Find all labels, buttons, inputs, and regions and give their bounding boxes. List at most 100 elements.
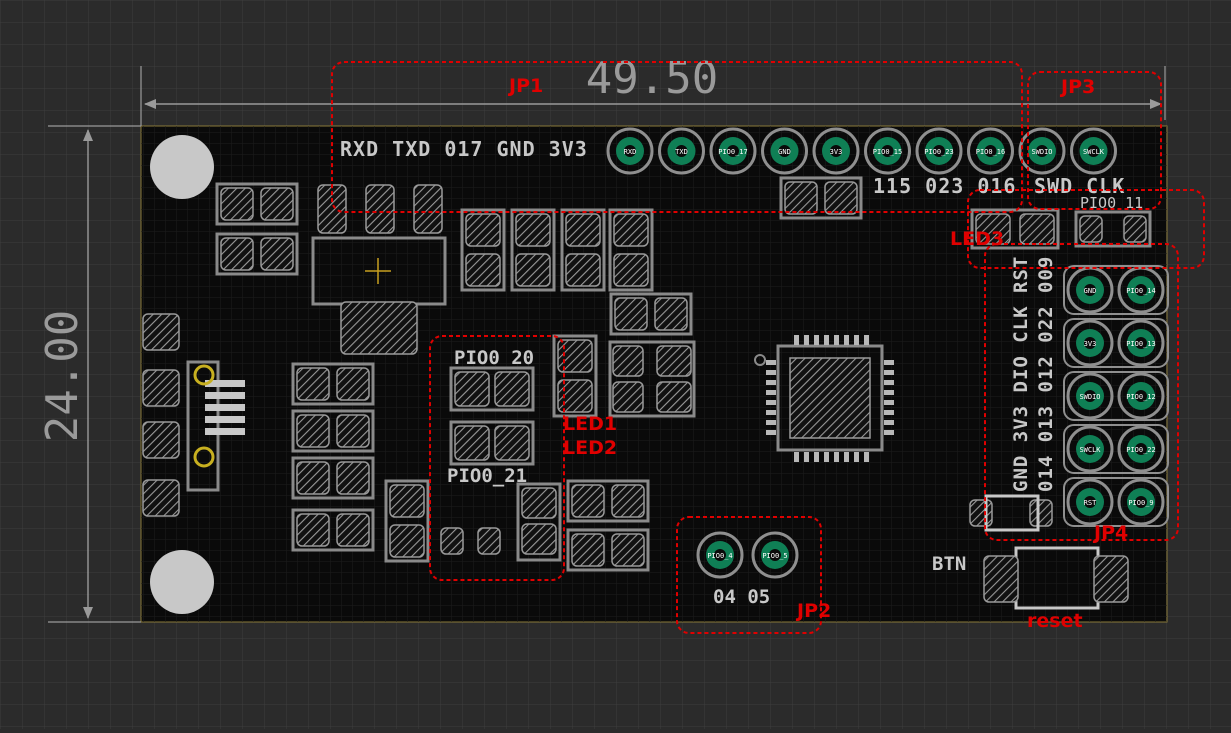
mcu-pin (766, 410, 776, 415)
header-pad-jp1-0-label: RXD (624, 148, 637, 156)
usb-mount-hole (193, 446, 215, 468)
region-led3[interactable] (967, 189, 1205, 269)
mcu-pin (884, 420, 894, 425)
header-pad-jp4-left-0-drill (1084, 284, 1096, 296)
label-pio0-21: PIO0_21 (447, 465, 527, 487)
header-pad-jp1-8-ring (1018, 127, 1066, 175)
led2 (449, 420, 535, 466)
region-led12[interactable] (429, 335, 565, 581)
annotation-labels: JP1 JP3 LED3 JP4 LED1 LED2 JP2 reset (507, 75, 1128, 632)
header-pad-jp1-1-drill (675, 145, 688, 157)
dimension-height-value: 24.00 (37, 310, 88, 442)
header-pad-jp4-right-3-ring (1117, 425, 1165, 473)
smd-pad (220, 237, 254, 271)
header-pad-jp4-right-1-ring (1117, 319, 1165, 367)
smd-pad (1019, 213, 1055, 245)
header-pad-jp1-7-label: PIO0_16 (976, 148, 1006, 156)
smd-pad (142, 421, 180, 459)
region-jp2[interactable] (676, 516, 822, 634)
smd-pad (521, 523, 557, 555)
region-jp3[interactable] (1027, 71, 1162, 210)
label-top-row: RXD TXD 017 GND 3V3 (340, 137, 588, 161)
smd-pad (1093, 555, 1129, 603)
mcu-pin (864, 452, 869, 462)
header-pad-jp1-1-ring (658, 127, 705, 175)
capacitor-left-2 (291, 409, 375, 453)
annotation-led1: LED1 (563, 413, 617, 435)
annotation-reset: reset (1027, 610, 1083, 632)
smd-pad (142, 313, 180, 351)
header-pad-jp4-left-2-label: SWDIO (1079, 393, 1100, 401)
header-pad-jp4-right-4-label: PIO0_9 (1128, 499, 1153, 507)
mcu-pin (814, 335, 819, 345)
header-pad-jp1-8-drill (1036, 145, 1048, 157)
mcu-pin (864, 335, 869, 345)
annotation-led3: LED3 (950, 228, 1004, 250)
header-pad-jp1-6-ring (915, 127, 963, 175)
header-pad-jp1-2-drill (727, 145, 739, 157)
header-pad-jp4-right-3-drill (1135, 443, 1147, 455)
annotation-jp1: JP1 (507, 75, 543, 97)
dimension-width (140, 66, 1166, 126)
header-pad-jp4-right-1-label: PIO0_13 (1126, 340, 1156, 348)
header-pad-jp1-9-label: SWCLK (1083, 148, 1105, 156)
header-pad-jp2-1-drill (769, 549, 781, 561)
mcu-pin (854, 452, 859, 462)
header-pad-jp4-right-1-drill (1135, 337, 1147, 349)
mcu-thermal-pad (789, 357, 871, 439)
mounting-hole-top (150, 135, 214, 199)
mcu-pin (766, 360, 776, 365)
smd-pad (656, 381, 692, 413)
mcu-pin (766, 400, 776, 405)
smd-pad (142, 369, 180, 407)
smd-pad (296, 513, 330, 547)
capacitor-c1 (460, 208, 506, 292)
inductor-l1 (384, 479, 430, 563)
smd-pad (1029, 499, 1053, 527)
usb-pin (205, 380, 245, 387)
led1 (449, 366, 535, 412)
header-pad-jp1-8-label: SWDIO (1031, 148, 1052, 156)
mcu-pin (884, 370, 894, 375)
mcu-pin1-marker (754, 354, 766, 366)
annotation-jp4: JP4 (1092, 522, 1128, 544)
label-pio0-11: PIO0_11 (1080, 194, 1143, 212)
smd-pad (521, 487, 557, 519)
header-pad-jp1-5-label: PIO0_15 (873, 148, 903, 156)
header-pad-jp4-right-0-label: PIO0_14 (1126, 287, 1156, 295)
smd-pad (571, 484, 605, 518)
header-pad-jp1-4-drill (830, 145, 842, 157)
smd-pad (296, 367, 330, 401)
header-pad-jp1-9-drill (1087, 145, 1100, 157)
header-pad-jp1-5-ring (864, 127, 911, 175)
region-jp1[interactable] (331, 61, 1023, 213)
header-pad-jp4-left-4-ring (1066, 478, 1114, 526)
smd-pad (336, 461, 370, 495)
smd-pad (613, 213, 649, 247)
smd-pad (465, 213, 501, 247)
mcu-pin (844, 452, 849, 462)
label-swd-clk: SWD CLK (1034, 174, 1125, 198)
mcu-pin (884, 360, 894, 365)
header-pad-jp4-left-4-label: RST (1084, 499, 1097, 507)
label-btn: BTN (932, 553, 966, 575)
jp4-frame (1063, 318, 1169, 368)
smd-pad (454, 425, 490, 461)
resistor-r-swd (779, 176, 863, 220)
label-below-row-pins: 115 023 016 (873, 174, 1016, 198)
capacitor-c4 (608, 208, 654, 292)
smd-pad (260, 237, 294, 271)
smd-pad (611, 484, 645, 518)
smd-pad (1123, 215, 1147, 243)
header-pad-jp1-6-label: PIO0_23 (924, 148, 954, 156)
header-pad-jp4-right-2-ring (1117, 372, 1165, 420)
annotation-regions (331, 61, 1205, 634)
region-jp4[interactable] (984, 243, 1179, 541)
header-pad-jp4-left-3-ring (1066, 425, 1114, 473)
component-layer (142, 176, 1152, 610)
header-pad-jp1-3-ring (761, 127, 808, 175)
usb-pin (205, 416, 245, 423)
mcu-pin (794, 452, 799, 462)
capacitor-left-3 (291, 456, 375, 500)
